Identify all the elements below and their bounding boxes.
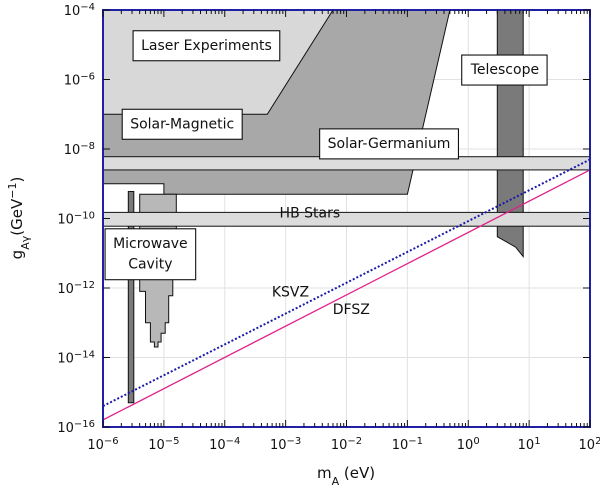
label-box-telescope [461,54,548,86]
label-box-laser-experiments [132,30,281,62]
region-labels: Laser ExperimentsSolar-MagneticSolar-Ger… [104,30,548,318]
label-dfsz: DFSZ [333,302,370,318]
label-solar-germanium: Solar-Germanium [328,136,451,152]
label-solar-magnetic: Solar-Magnetic [130,116,234,132]
label-laser-experiments: Laser Experiments [141,38,272,54]
y-axis-label: gAγ(GeV−1) [6,177,32,260]
label-box-solar-magnetic [121,108,243,140]
x-tick-label: 102 [579,436,600,454]
label-telescope: Telescope [470,62,539,78]
label-hb-stars: HB Stars [280,205,341,221]
label-microwave: Microwave [113,236,188,252]
x-axis-label: mA (eV) [317,464,375,488]
line-ksvz [103,158,590,407]
model-lines [103,158,590,421]
label-cavity: Cavity [128,257,172,273]
horizontal-bands [103,156,590,227]
band-hb-stars [103,211,590,227]
label-ksvz: KSVZ [272,284,309,300]
line-dfsz [103,169,590,421]
label-box-microwave [104,228,197,281]
label-box-solar-germanium [319,128,460,160]
